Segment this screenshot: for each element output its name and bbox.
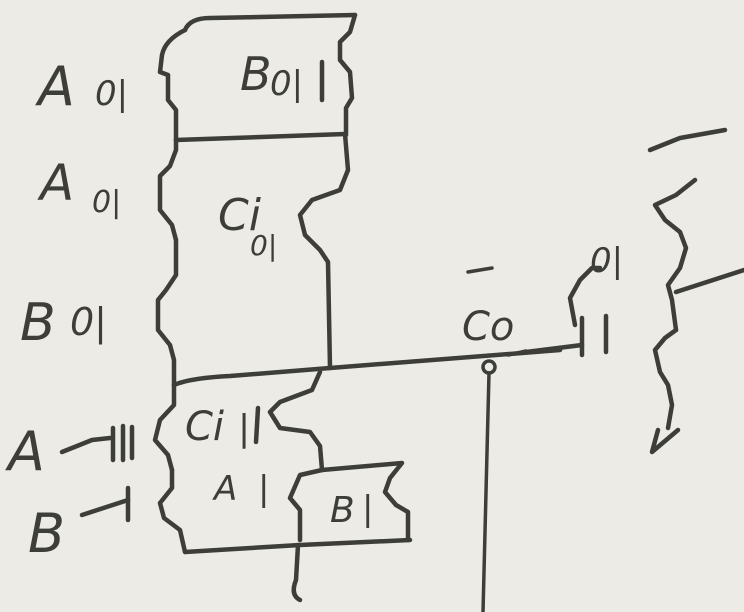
pmos-b-top — [337, 12, 358, 138]
nmos-b-gate-wire — [79, 497, 131, 518]
nmos-a-gate-bars — [110, 423, 135, 463]
vdd-rail — [182, 12, 358, 33]
inverter-gate-bars — [579, 313, 609, 358]
label-ci-pulldown-suffix: | — [238, 408, 250, 449]
label-b-pullup-2: B — [20, 293, 56, 353]
label-b-pulldown-inner-suffix: | — [362, 489, 373, 529]
inverter-top-rail — [647, 127, 728, 153]
inverter-pmos-body — [652, 177, 698, 333]
label-ci-pullup: Ci — [218, 190, 262, 241]
label-ci-pullup-suffix: 0| — [250, 229, 277, 262]
label-a-pullup-1-suffix: 0| — [95, 74, 128, 114]
nmos-b-left — [157, 467, 188, 555]
inverter-out-wire — [673, 267, 744, 295]
inverter-nmos-body — [652, 327, 679, 431]
label-a-pullup-2: A — [37, 154, 74, 212]
label-a-pullup-1: A — [35, 55, 75, 118]
co-output-wire — [481, 371, 491, 612]
label-a-pulldown-inner: A — [212, 469, 237, 509]
label-a-pulldown-inner-suffix: | — [258, 469, 269, 509]
label-b-pulldown-inner: B — [330, 490, 355, 531]
co-overbar — [466, 266, 494, 274]
ground-drop — [291, 542, 303, 603]
pmos-ci — [297, 131, 351, 371]
nmos-ci — [267, 369, 325, 473]
nmos-a-inner — [287, 467, 325, 543]
pmos-a-second — [157, 137, 179, 243]
label-ci-pulldown: Ci — [185, 404, 224, 450]
pmos-a-top — [157, 27, 188, 143]
label-a-pulldown: A — [5, 420, 45, 483]
label-b-pulldown: B — [28, 502, 65, 565]
label-a-pullup-2-suffix: 0| — [92, 185, 121, 220]
mid-node-1 — [173, 131, 348, 143]
label-co: Co — [462, 304, 514, 350]
nmos-b-inner — [319, 460, 411, 543]
co-arrow-tick — [506, 349, 528, 357]
inverter-gate-wire — [523, 342, 585, 355]
label-b-pullup-1: B — [240, 47, 272, 101]
label-b-pullup-1-suffix: 0| — [270, 64, 303, 104]
nmos-a-gate-wire — [59, 435, 113, 455]
nmos-a-left — [152, 382, 177, 473]
label-b-pullup-2-suffix: 0| — [70, 300, 107, 345]
label-inverter-gate: 0| — [590, 241, 623, 281]
nmos-ci-gate — [253, 405, 261, 445]
inverter-pmos — [567, 265, 603, 328]
co-bar-node — [171, 347, 563, 388]
pmos-b-second — [155, 237, 179, 388]
inverter-ground — [649, 427, 681, 455]
co-junction-dot — [481, 359, 497, 375]
